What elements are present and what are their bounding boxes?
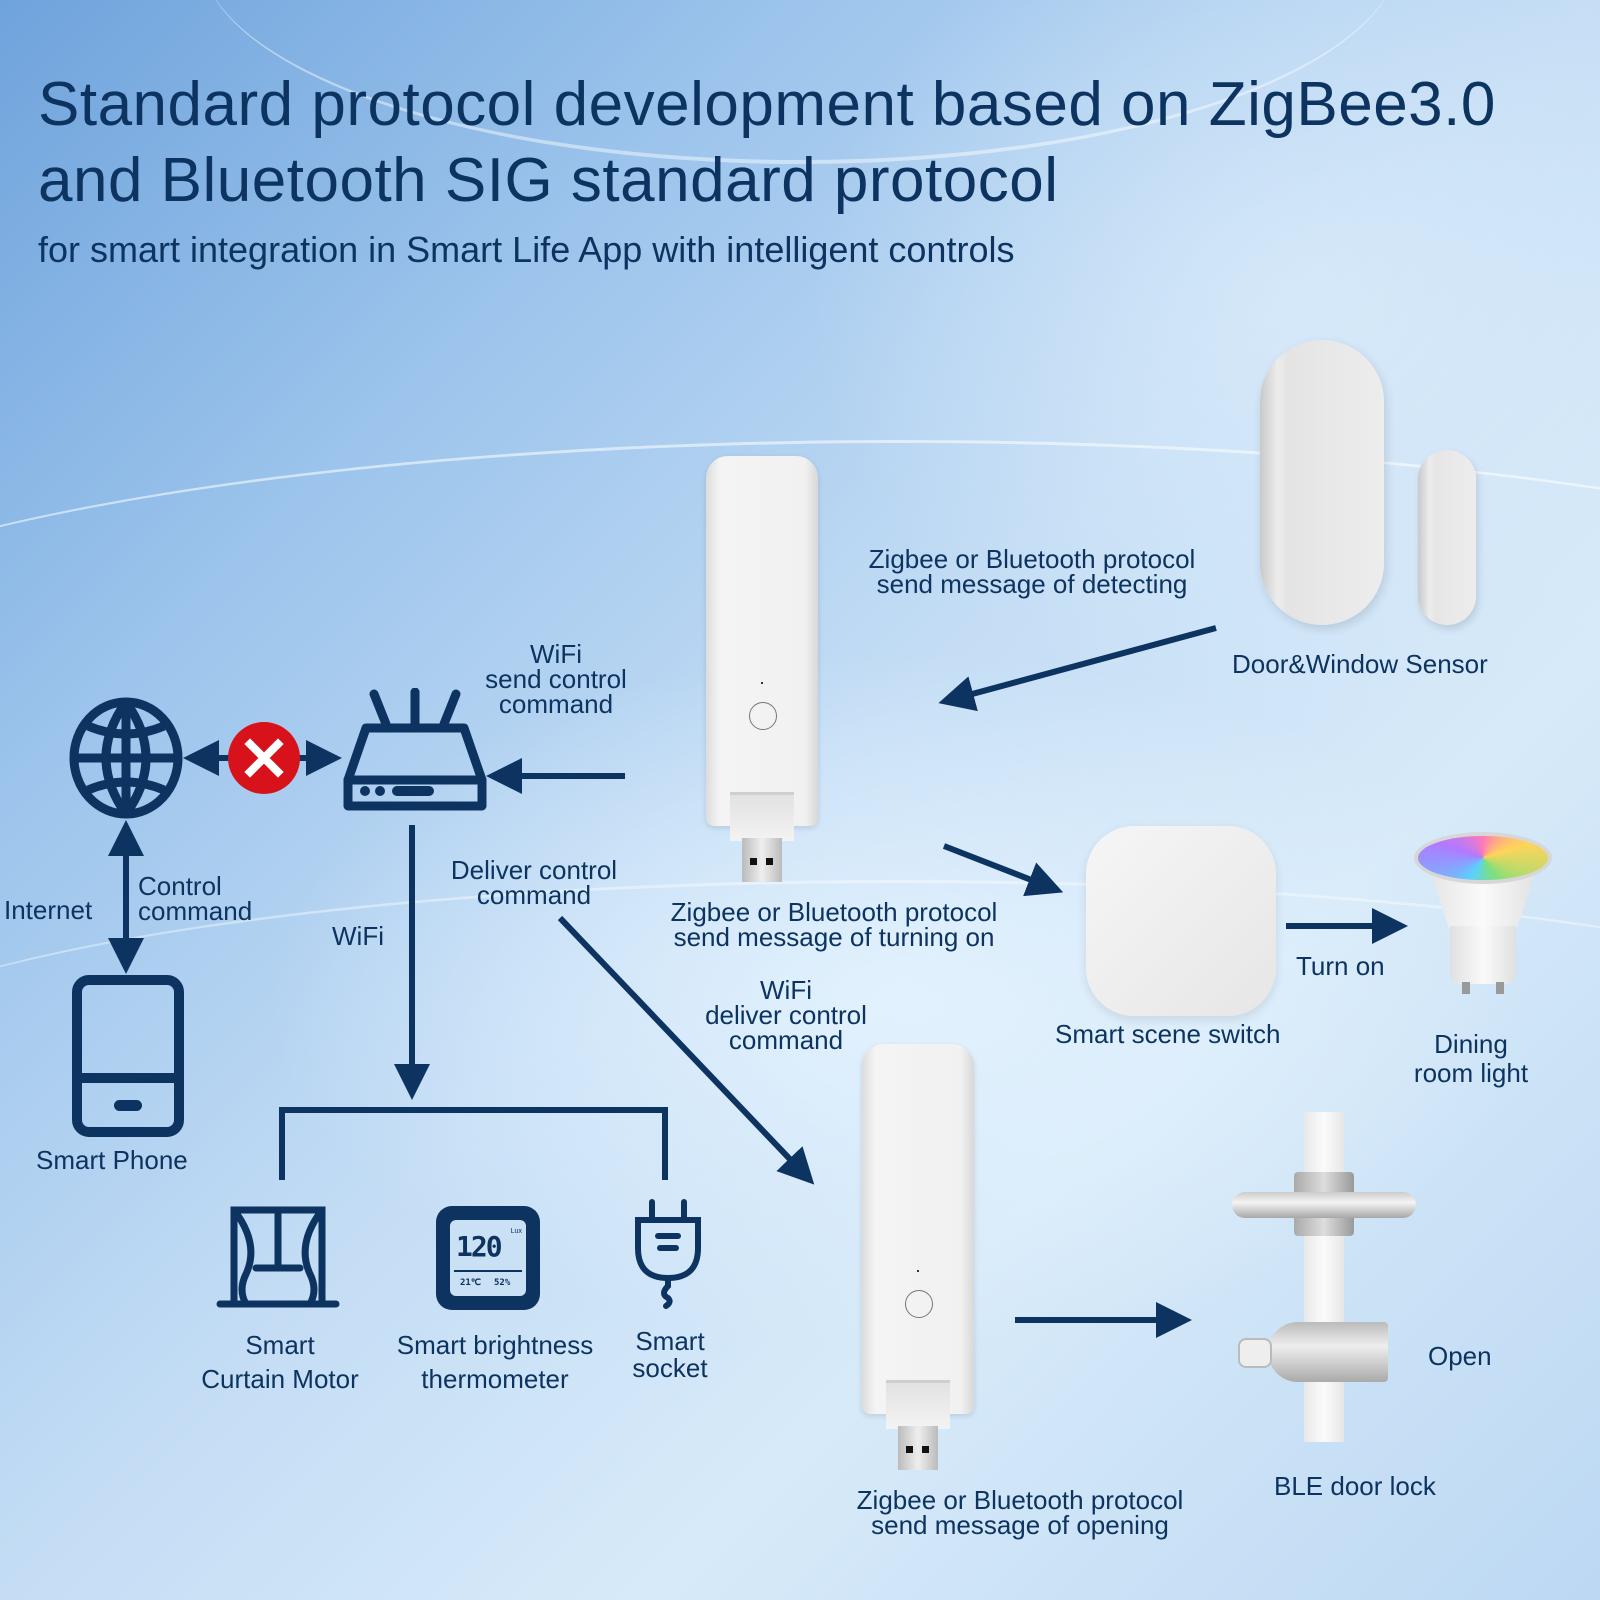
title-line-2: and Bluetooth SIG standard protocol [38, 146, 1059, 215]
gateway-body [706, 456, 818, 826]
router-icon [343, 688, 487, 811]
detect-message-label: Zigbee or Bluetooth protocol send messag… [868, 544, 1196, 599]
control-command-label: Control command [138, 871, 253, 926]
scene-switch-label: Smart scene switch [1055, 1019, 1281, 1049]
sensor-main [1260, 340, 1384, 625]
door-lock-label: BLE door lock [1274, 1471, 1436, 1501]
bulb-pin [1462, 982, 1470, 994]
usb-plug [898, 1426, 938, 1470]
dining-light-label: Dining room light [1413, 1029, 1529, 1088]
ble-door-lock [1232, 1112, 1422, 1442]
smart-scene-switch [1086, 826, 1276, 1016]
thermometer-label: Smart brightness thermometer [396, 1330, 594, 1394]
sensor-magnet [1418, 450, 1476, 625]
gateway-body [862, 1044, 974, 1414]
internet-label: Internet [4, 895, 93, 925]
pair-button [749, 702, 777, 730]
rgb-light-bulb [1408, 828, 1558, 998]
globe-icon [69, 697, 183, 819]
turn-on-label: Turn on [1296, 951, 1385, 981]
temp-value: 21℃ [460, 1278, 481, 1288]
error-x-icon [228, 722, 300, 794]
usb-hinge [886, 1380, 950, 1429]
gateway-dongle-top [706, 456, 818, 882]
bulb-base [1450, 926, 1516, 984]
wifi-deliver-control-label: WiFi deliver control command [705, 975, 867, 1055]
plug-icon [635, 1199, 701, 1309]
gateway-dongle-bottom [862, 1044, 974, 1470]
title-line-1: Standard protocol development based on Z… [38, 70, 1496, 139]
lever-handle [1232, 1192, 1416, 1218]
socket-label: Smart socket [632, 1326, 708, 1383]
door-panel [1304, 1112, 1344, 1442]
background-swoosh [0, 880, 1600, 1283]
lux-value: 120 [456, 1230, 503, 1263]
thermometer-screen: 120 Lux 21℃ 52% [450, 1220, 526, 1296]
door-sensor-label: Door&Window Sensor [1232, 649, 1488, 679]
smart-phone-label: Smart Phone [36, 1145, 188, 1175]
door-window-sensor [1260, 340, 1480, 630]
turn-on-message-label: Zigbee or Bluetooth protocol send messag… [670, 897, 998, 952]
usb-plug [742, 838, 782, 882]
pair-button [905, 1290, 933, 1318]
deliver-control-label: Deliver control command [450, 855, 618, 910]
lock-cylinder [1268, 1322, 1388, 1382]
background-swoosh [0, 440, 1600, 943]
usb-hinge [730, 792, 794, 841]
lux-unit: Lux [510, 1228, 522, 1235]
status-led [761, 682, 763, 684]
curtain-motor-label: Smart Curtain Motor [201, 1330, 359, 1394]
opening-message-label: Zigbee or Bluetooth protocol send messag… [856, 1485, 1184, 1540]
status-led [917, 1270, 919, 1272]
lock-key [1238, 1338, 1272, 1368]
wifi-send-control-label: WiFi send control command [485, 639, 627, 719]
subtitle: for smart integration in Smart Life App … [38, 229, 1015, 270]
bulb-pin [1496, 982, 1504, 994]
curtain-icon [216, 1206, 340, 1308]
wifi-label: WiFi [332, 921, 384, 951]
display-divider [454, 1270, 522, 1272]
humidity-value: 52% [494, 1278, 511, 1288]
smartphone-icon [72, 975, 184, 1137]
open-label: Open [1428, 1341, 1492, 1371]
bulb-lens [1414, 832, 1552, 884]
thermometer-display-icon: 120 Lux 21℃ 52% [436, 1206, 540, 1310]
background-swoosh [200, 0, 1400, 164]
